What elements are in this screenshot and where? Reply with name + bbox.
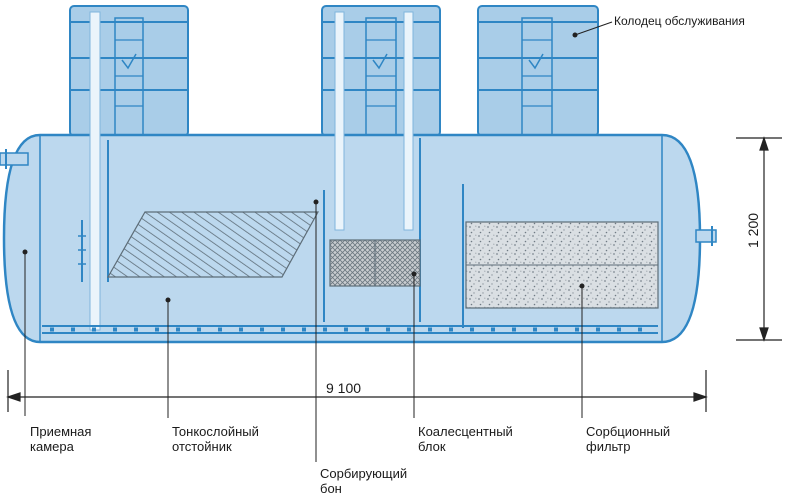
label-coalescent-block: Коалесцентный блок <box>418 424 513 454</box>
collector-hole <box>365 327 369 332</box>
collector-hole <box>260 327 264 332</box>
collector-hole <box>575 327 579 332</box>
inlet-pipe <box>0 149 29 169</box>
label-height-dimension: 1 200 <box>745 212 761 248</box>
label-service-well: Колодец обслуживания <box>614 14 745 28</box>
collector-hole <box>323 327 327 332</box>
collector-hole <box>449 327 453 332</box>
collector-hole <box>428 327 432 332</box>
leader-service-well <box>574 21 613 36</box>
riser-pipe-left <box>89 11 101 331</box>
collector-hole <box>71 327 75 332</box>
collector-hole <box>218 327 222 332</box>
thin-layer-settler-plates <box>106 211 320 278</box>
collector-hole <box>197 327 201 332</box>
label-sorbing-boom: Сорбирующий бон <box>320 466 408 496</box>
collector-hole <box>239 327 243 332</box>
height-dimension <box>736 136 782 342</box>
collector-hole <box>617 327 621 332</box>
collector-hole <box>386 327 390 332</box>
label-thin-layer-settler: Тонкослойный отстойник <box>172 424 259 454</box>
collector-hole <box>533 327 537 332</box>
riser-pipe-center-a <box>334 11 345 231</box>
label-sorption-filter: Сорбционный фильтр <box>586 424 671 454</box>
collector-hole <box>407 327 411 332</box>
collector-hole <box>50 327 54 332</box>
collector-hole <box>113 327 117 332</box>
bottom-collector <box>42 325 658 334</box>
label-receiving-chamber: Приемная камера <box>30 424 92 454</box>
riser-pipe-center-b <box>403 11 414 231</box>
collector-holes <box>50 327 642 332</box>
collector-hole <box>176 327 180 332</box>
collector-hole <box>512 327 516 332</box>
label-length-dimension: 9 100 <box>326 380 362 396</box>
collector-hole <box>596 327 600 332</box>
collector-hole <box>281 327 285 332</box>
collector-hole <box>302 327 306 332</box>
collector-hole <box>155 327 159 332</box>
service-well-left <box>69 5 189 137</box>
collector-hole <box>344 327 348 332</box>
service-well-right <box>477 5 599 137</box>
collector-hole <box>554 327 558 332</box>
collector-hole <box>638 327 642 332</box>
collector-hole <box>491 327 495 332</box>
outlet-pipe <box>695 226 717 246</box>
collector-hole <box>92 327 96 332</box>
collector-hole <box>470 327 474 332</box>
length-dimension <box>6 370 708 412</box>
collector-hole <box>134 327 138 332</box>
